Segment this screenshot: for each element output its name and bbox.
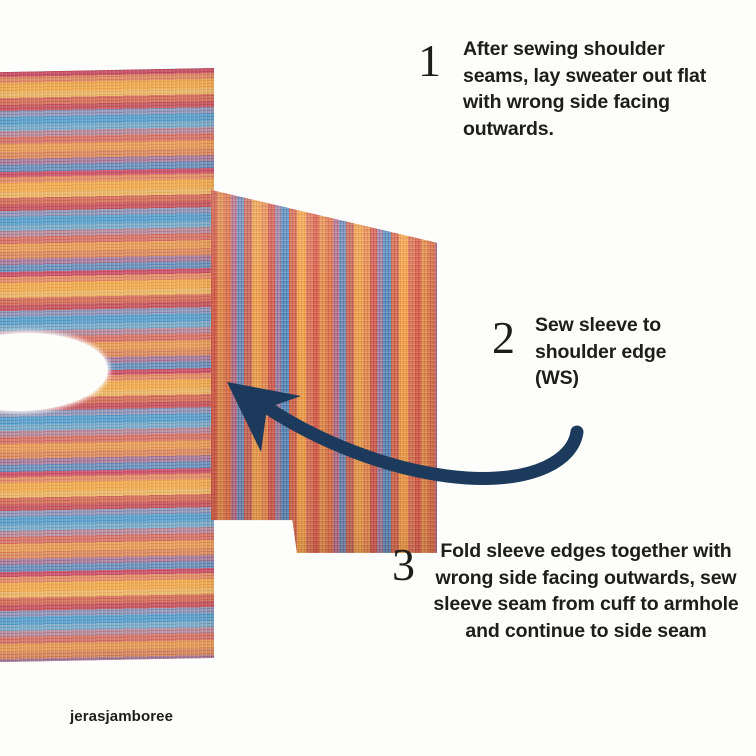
step-2-number: 2 — [492, 312, 515, 363]
step-3: 3 Fold sleeve edges together with wrong … — [392, 538, 745, 645]
step-2-text: Sew sleeve to shoulder edge (WS) — [535, 314, 667, 390]
step-1: 1 After sewing shoulder seams, lay sweat… — [418, 36, 709, 143]
step-3-number: 3 — [392, 539, 415, 590]
step-1-text: After sewing shoulder seams, lay sweater… — [463, 38, 707, 141]
sweater-photo — [0, 68, 437, 663]
curved-arrow-icon — [227, 382, 584, 485]
step-2: 2 Sew sleeve to shoulder edge (WS) — [492, 312, 715, 392]
step-3-text: Fold sleeve edges together with wrong si… — [433, 540, 739, 643]
step-1-number: 1 — [418, 35, 441, 86]
watermark: jerasjamboree — [70, 708, 174, 725]
